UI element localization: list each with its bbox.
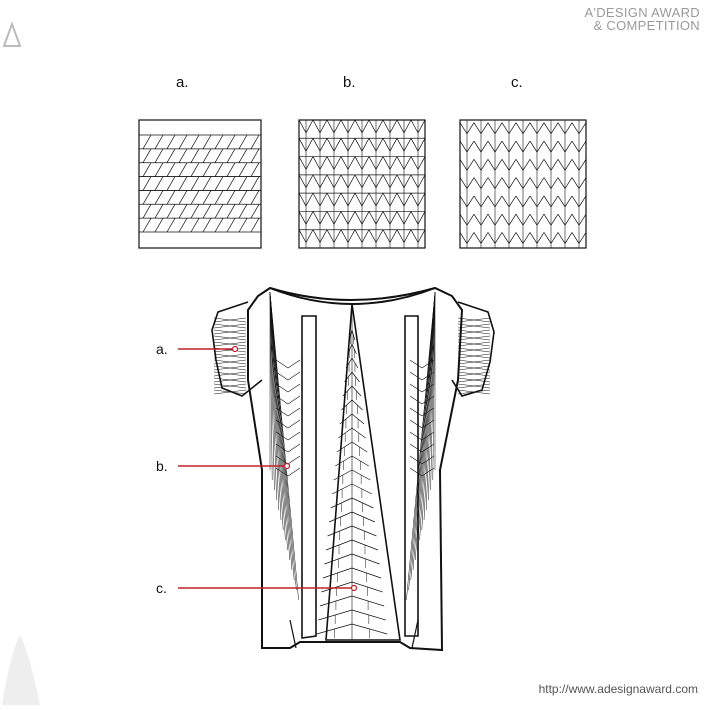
logo-mark-bottom-icon — [2, 635, 40, 705]
callout-label-a: a. — [156, 341, 168, 357]
pattern-panel-c — [459, 119, 587, 249]
callout-line-b — [178, 462, 291, 470]
callout-label-b: b. — [156, 458, 168, 474]
brand-line-2: & COMPETITION — [593, 18, 700, 33]
panel-label-a: a. — [176, 74, 189, 91]
pattern-panel-b — [298, 119, 426, 249]
callout-label-c: c. — [156, 580, 167, 596]
pattern-panel-a — [138, 119, 262, 249]
callout-line-c — [178, 584, 358, 592]
panel-label-b: b. — [343, 74, 356, 91]
panel-label-c: c. — [511, 74, 523, 91]
callout-line-a — [178, 345, 239, 353]
logo-mark-top-icon — [2, 21, 22, 47]
brand-wordmark: A'DESIGN AWARD & COMPETITION — [584, 6, 700, 32]
brand-line-1: A'DESIGN AWARD — [584, 5, 700, 20]
footer-url: http://www.adesignaward.com — [538, 682, 698, 696]
